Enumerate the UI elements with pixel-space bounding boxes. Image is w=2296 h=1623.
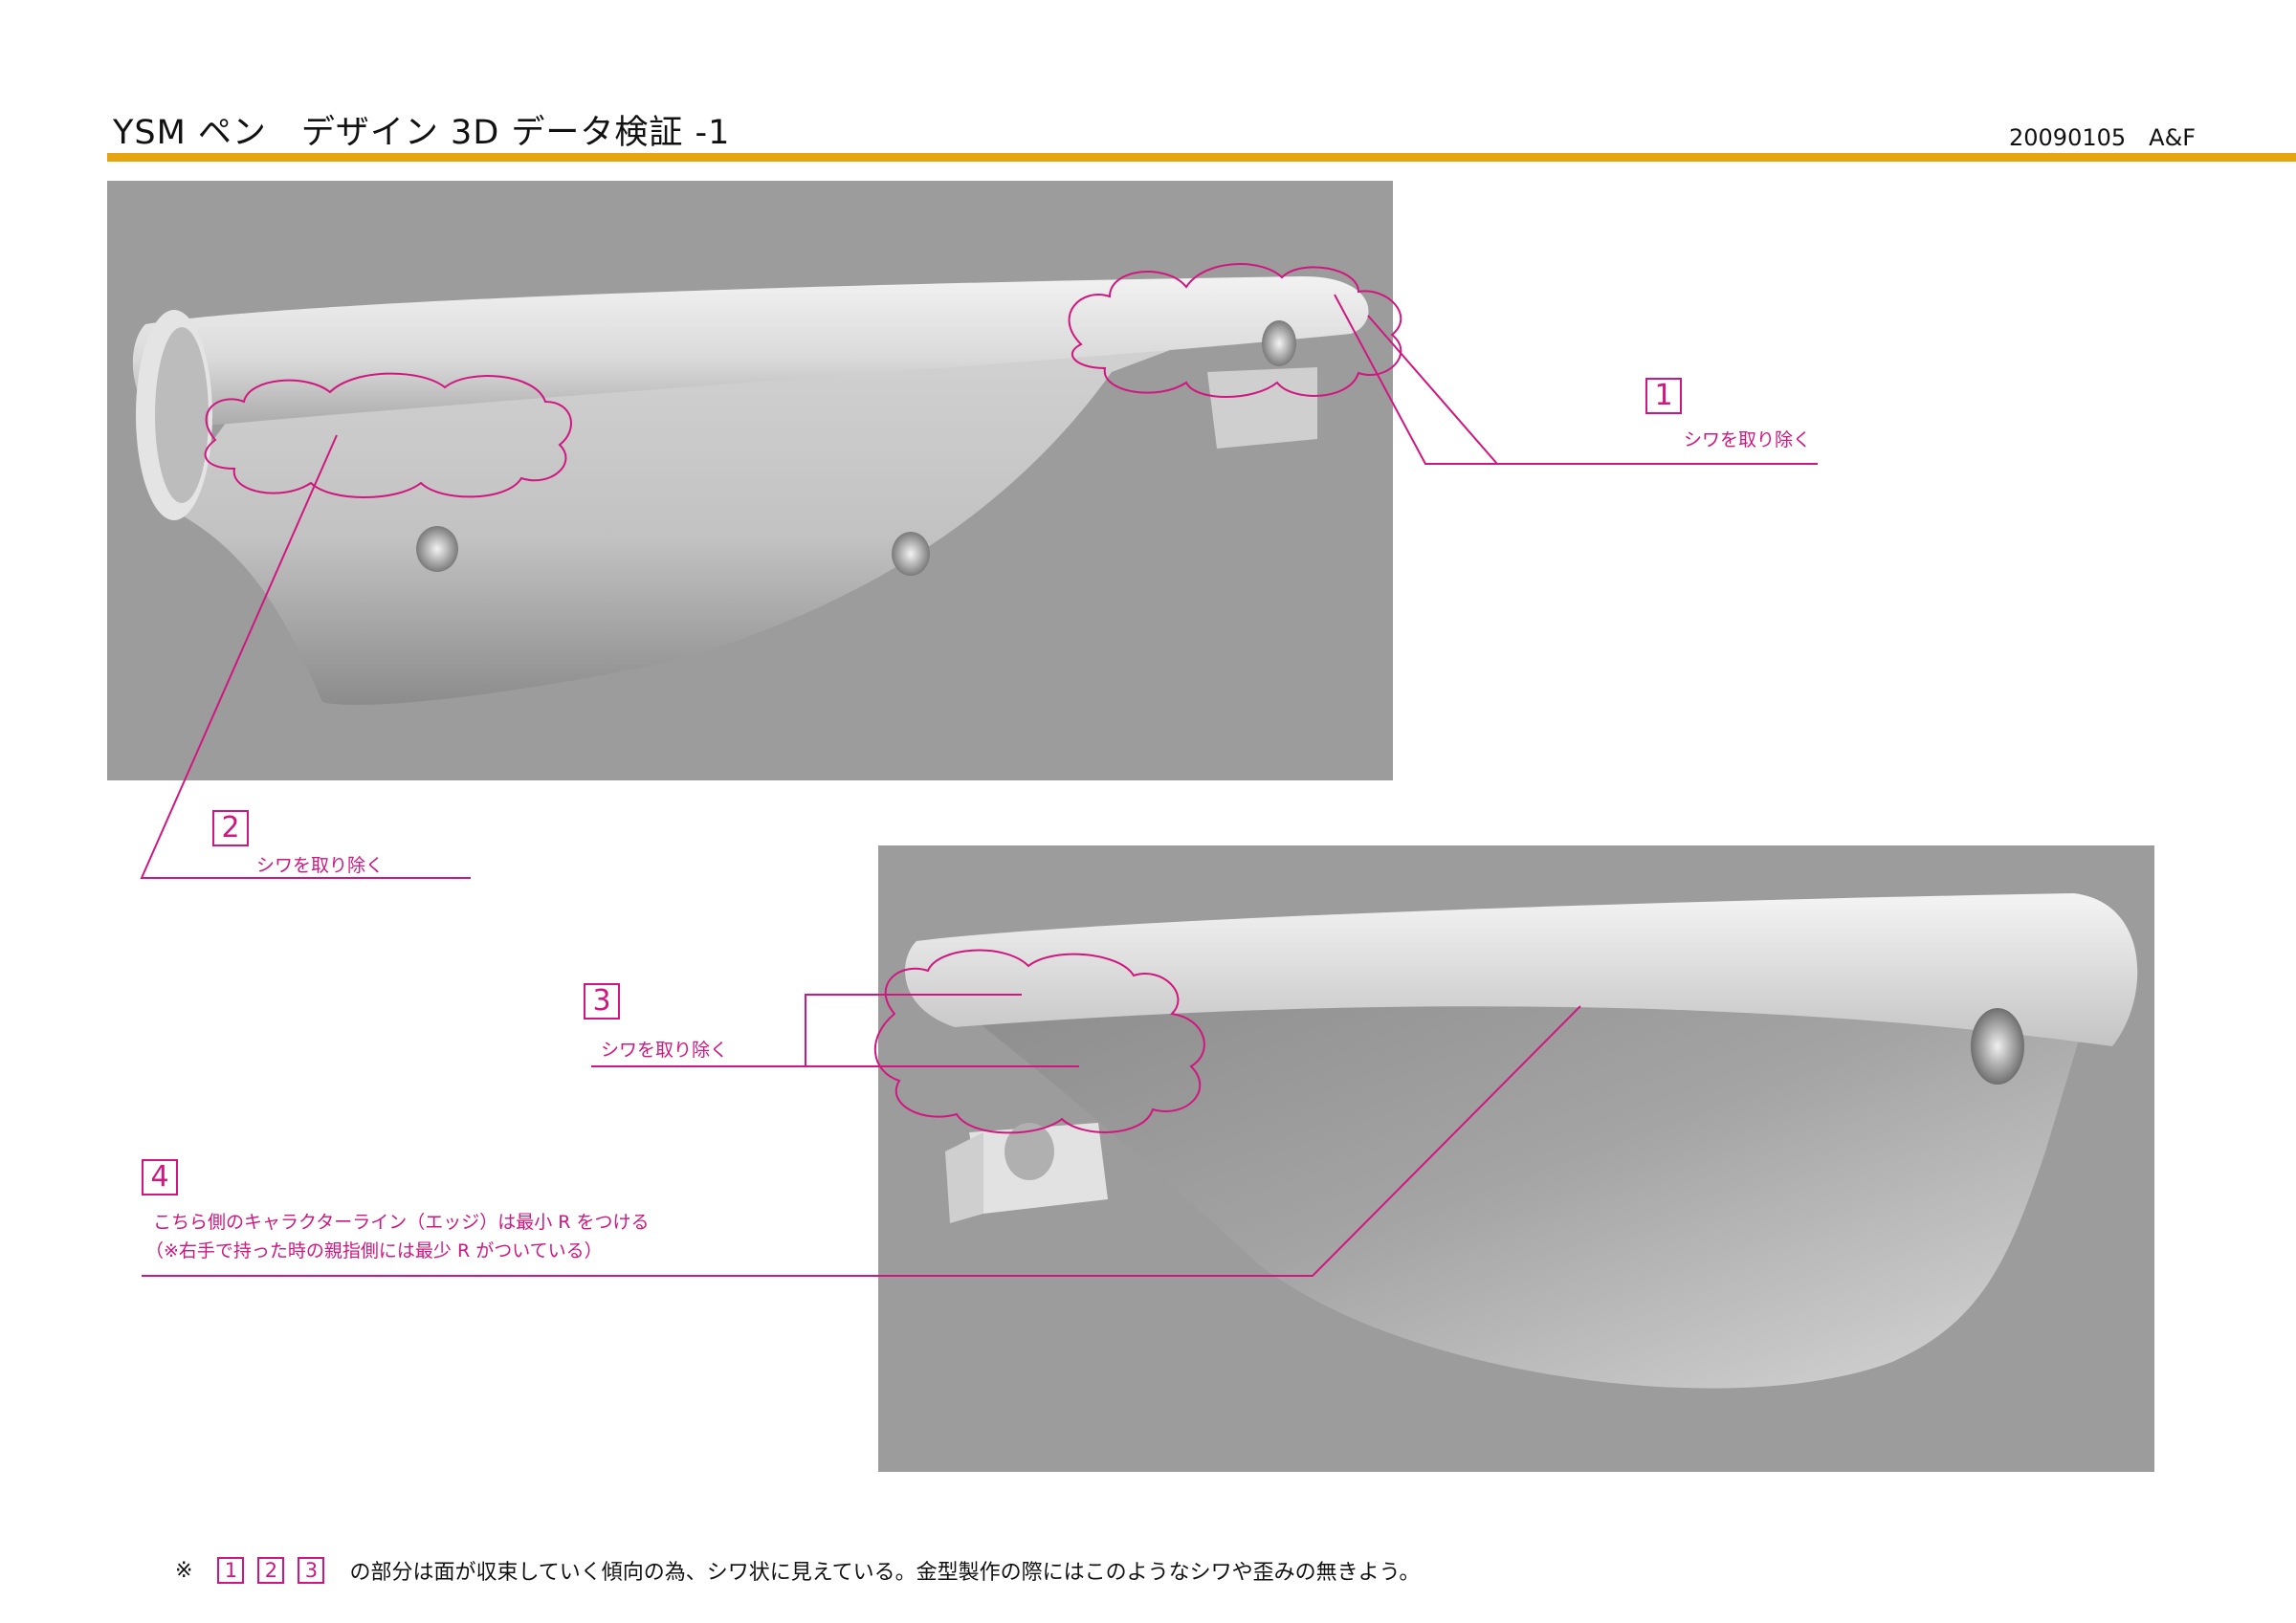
annotation-text-4-line1: こちら側のキャラクターライン（エッジ）は最小 R をつける xyxy=(153,1212,650,1233)
annotation-number-2: 2 xyxy=(212,810,249,846)
pen-body-render-bottom xyxy=(905,893,2138,1389)
annotation-number-1: 1 xyxy=(1645,378,1682,414)
pen-body-render-top xyxy=(132,276,1369,705)
footnote-ref-1: 1 xyxy=(217,1557,245,1584)
document-date-author: 20090105 A&F xyxy=(2009,124,2197,151)
header-rule xyxy=(107,153,2296,162)
footnote-text: の部分は面が収束していく傾向の為、シワ状に見えている。金型製作の際にはこのような… xyxy=(349,1561,1421,1585)
annotation-number-3: 3 xyxy=(584,983,620,1020)
annotation-text-2: シワを取り除く xyxy=(256,855,385,876)
footnote-ref-3: 3 xyxy=(298,1557,325,1584)
render-view-top xyxy=(107,181,1393,780)
page-title: YSM ペン デザイン 3D データ検証 -1 xyxy=(113,114,731,152)
footnote: ※ 1 2 3 の部分は面が収束していく傾向の為、シワ状に見えている。金型製作の… xyxy=(175,1555,1420,1586)
annotation-text-3: シワを取り除く xyxy=(601,1040,729,1061)
render-view-bottom xyxy=(878,845,2154,1472)
footnote-ref-2: 2 xyxy=(257,1557,285,1584)
footnote-mark: ※ xyxy=(175,1558,193,1583)
annotation-text-4-line2: （※右手で持った時の親指側には最少 R がついている） xyxy=(145,1240,603,1261)
annotation-text-1: シワを取り除く xyxy=(1684,429,1812,450)
annotation-number-4: 4 xyxy=(142,1159,178,1195)
